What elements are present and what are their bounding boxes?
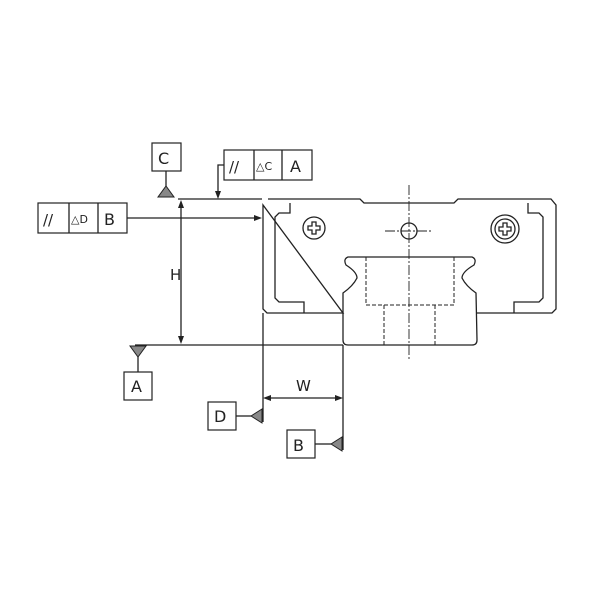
svg-text:A: A: [131, 377, 142, 396]
width-extension-lines: [262, 313, 344, 450]
svg-text:△D: △D: [71, 213, 88, 226]
svg-text:B: B: [104, 210, 115, 229]
svg-text:C: C: [158, 149, 169, 168]
svg-text:B: B: [293, 436, 304, 455]
carriage-block: [262, 198, 557, 314]
svg-text://: //: [43, 211, 54, 229]
datum-b: B: [286, 429, 343, 459]
svg-text:△C: △C: [256, 160, 272, 173]
width-arrows: [263, 395, 343, 401]
feature-control-frame-left: // △D B: [37, 202, 262, 234]
svg-text:D: D: [214, 407, 226, 426]
datum-a: A: [123, 345, 153, 401]
screw-left-icon: [302, 216, 326, 240]
datum-d: D: [207, 401, 263, 431]
centerline: [385, 185, 433, 360]
svg-text:A: A: [290, 157, 301, 176]
datum-c: C: [151, 142, 182, 198]
width-label: W: [296, 377, 311, 395]
svg-text://: //: [229, 158, 240, 176]
screw-right-icon: [490, 214, 520, 244]
feature-control-frame-top: // △C A: [215, 149, 313, 199]
rail: [342, 256, 478, 346]
height-label: H: [170, 266, 181, 284]
